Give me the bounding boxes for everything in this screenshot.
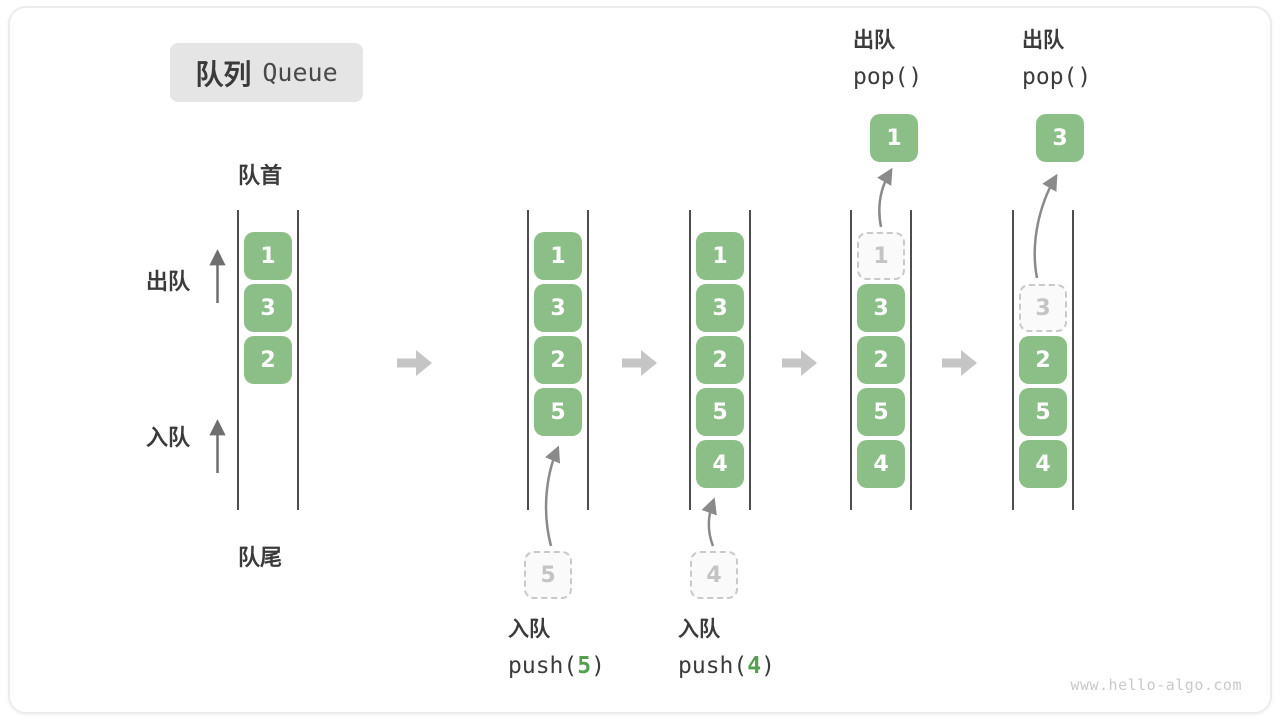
queue-item: 5: [534, 388, 582, 436]
queue-item: 2: [857, 336, 905, 384]
queue-item-ghost: 1: [857, 232, 905, 280]
queue-item: 1: [534, 232, 582, 280]
op-push4-code: push(4): [678, 652, 775, 680]
op-push5-code: push(5): [508, 652, 605, 680]
queue-item: 2: [696, 336, 744, 384]
op-pop2-code: pop(): [1022, 64, 1092, 90]
queue-item: 4: [857, 440, 905, 488]
queue-item: 3: [696, 284, 744, 332]
watermark: www.hello-algo.com: [1070, 676, 1242, 694]
op-pop1-zh: 出队: [853, 29, 895, 52]
op-label-push4: 入队 push(4): [678, 616, 775, 680]
queue-state-5: 3 2 5 4: [1012, 210, 1074, 510]
queue-wall-left: [237, 210, 239, 510]
queue-item: 2: [244, 336, 292, 384]
incoming-item-ghost-5: 5: [524, 551, 572, 599]
queue-wall-right: [749, 210, 751, 510]
queue-state-4: 1 3 2 5 4: [850, 210, 912, 510]
queue-wall-right: [910, 210, 912, 510]
queue-wall-right: [587, 210, 589, 510]
queue-item: 2: [1019, 336, 1067, 384]
queue-item: 5: [696, 388, 744, 436]
push4-arrow: [701, 497, 717, 547]
op-pop1-code: pop(): [853, 64, 923, 90]
op-push4-zh: 入队: [678, 618, 720, 641]
queue-item: 1: [244, 232, 292, 280]
op-push5-zh: 入队: [508, 618, 550, 641]
queue-wall-right: [1072, 210, 1074, 510]
queue-item: 5: [1019, 388, 1067, 436]
pop3-arrow: [1033, 173, 1058, 279]
pop1-arrow: [877, 167, 893, 228]
queue-item: 4: [1019, 440, 1067, 488]
queue-wall-left: [527, 210, 529, 510]
queue-item: 2: [534, 336, 582, 384]
queue-item: 1: [696, 232, 744, 280]
incoming-item-ghost-4: 4: [690, 551, 738, 599]
push5-arrow: [544, 445, 561, 547]
queue-item: 4: [696, 440, 744, 488]
op-code-text: ): [761, 653, 775, 679]
queue-item: 3: [857, 284, 905, 332]
queue-state-3: 1 3 2 5 4: [689, 210, 751, 510]
queue-wall-left: [850, 210, 852, 510]
queue-wall-left: [689, 210, 691, 510]
dequeue-side-label: 出队: [146, 269, 191, 294]
title-box: 队列 Queue: [170, 43, 363, 102]
queue-item-ghost: 3: [1019, 284, 1067, 332]
popped-item-1: 1: [870, 114, 918, 162]
queue-wall-right: [297, 210, 299, 510]
op-code-arg: 5: [577, 653, 592, 679]
op-pop2-zh: 出队: [1022, 29, 1064, 52]
queue-state-2: 1 3 2 5: [527, 210, 589, 510]
title-zh: 队列: [195, 58, 252, 90]
transition-arrow-2: [622, 350, 657, 376]
queue-item: 3: [244, 284, 292, 332]
transition-arrow-4: [942, 350, 977, 376]
op-code-text: ): [591, 653, 605, 679]
queue-state-1: 1 3 2: [237, 210, 299, 510]
popped-item-3: 3: [1036, 114, 1084, 162]
op-label-push5: 入队 push(5): [508, 616, 605, 680]
op-label-pop1: 出队 pop(): [853, 27, 922, 91]
op-label-pop2: 出队 pop(): [1022, 27, 1091, 91]
queue-rear-label: 队尾: [237, 545, 282, 570]
title-en: Queue: [262, 58, 338, 87]
transition-arrow-1: [397, 350, 432, 376]
queue-front-label: 队首: [237, 163, 282, 188]
queue-wall-left: [1012, 210, 1014, 510]
transition-arrow-3: [782, 350, 817, 376]
op-code-arg: 4: [747, 653, 762, 679]
op-code-text: push(: [678, 653, 748, 679]
queue-item: 5: [857, 388, 905, 436]
enqueue-side-label: 入队: [146, 425, 191, 450]
op-code-text: push(: [508, 653, 578, 679]
queue-item: 3: [534, 284, 582, 332]
